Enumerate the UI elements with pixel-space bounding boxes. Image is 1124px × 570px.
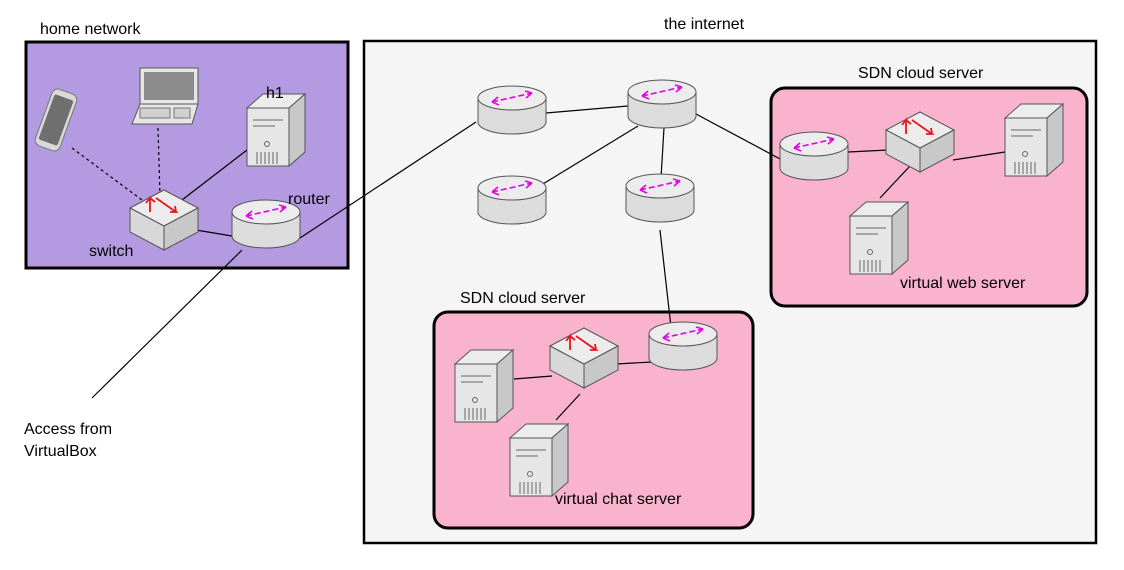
server-icon	[454, 349, 514, 423]
server-icon	[509, 423, 569, 497]
virtual-web-server-label: virtual web server	[900, 275, 1026, 292]
home-network-title: home network	[40, 21, 141, 38]
switch-label: switch	[89, 243, 133, 260]
wireless-links	[71, 127, 161, 201]
internet-title: the internet	[664, 16, 745, 33]
virtual-chat-server-label: virtual chat server	[555, 491, 682, 508]
router-label: router	[288, 191, 330, 208]
router-icon	[779, 131, 849, 181]
router-icon	[477, 175, 547, 225]
server-icon	[246, 93, 306, 167]
router-icon	[627, 79, 697, 129]
access-label-line1: Access from	[24, 421, 112, 438]
router-icon	[648, 321, 718, 371]
server-icon	[849, 201, 909, 275]
h1-label: h1	[266, 85, 284, 102]
server-icon	[1004, 103, 1064, 177]
network-links	[91, 105, 1006, 421]
sdn-cloud-web-title: SDN cloud server	[858, 65, 984, 82]
router-icon	[625, 173, 695, 223]
laptop-icon	[131, 67, 199, 125]
phone-icon	[34, 88, 78, 152]
access-label-line2: VirtualBox	[24, 443, 97, 460]
sdn-cloud-chat-title: SDN cloud server	[460, 290, 586, 307]
router-icon	[477, 85, 547, 135]
